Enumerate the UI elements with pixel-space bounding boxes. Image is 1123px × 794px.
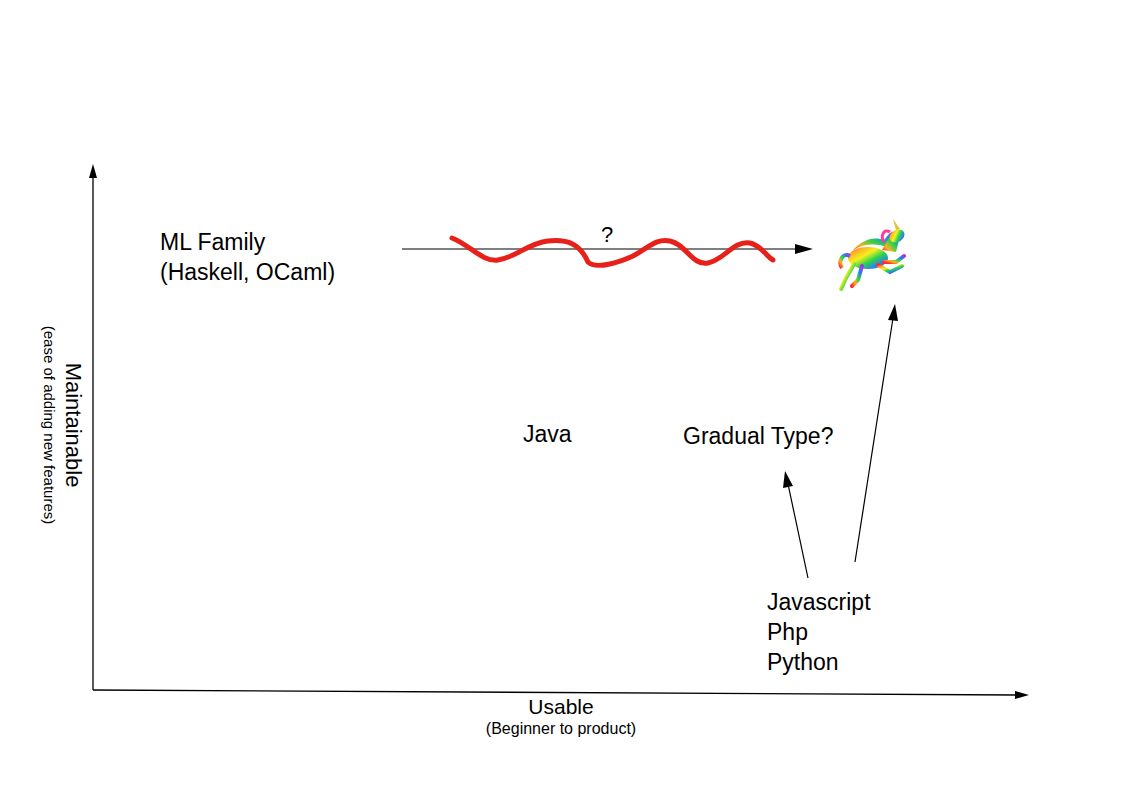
axis-region-label: ML Family <box>160 229 265 255</box>
question-mark: ? <box>601 222 613 247</box>
language-label: Javascript <box>767 589 871 615</box>
language-label: Python <box>767 649 839 675</box>
arrow-to-unicorn <box>855 318 893 562</box>
axis-title: Maintainable <box>60 363 85 488</box>
language-label: Gradual Type? <box>683 423 833 449</box>
progress-arrow <box>402 248 800 249</box>
arrow-to-gradual <box>788 484 808 578</box>
axis-title: Usable <box>528 695 593 719</box>
language-label: Php <box>767 619 808 645</box>
arrow-to-gradual-head <box>783 471 793 488</box>
axis-subtitle: (ease of adding new features) <box>40 326 57 524</box>
axis-region-label: (Haskell, OCaml) <box>160 259 335 285</box>
y-axis-head <box>89 164 97 178</box>
language-label: Java <box>523 421 572 447</box>
arrow-to-unicorn-head <box>888 304 898 321</box>
y-axis <box>92 176 93 690</box>
x-axis <box>93 690 1017 695</box>
unicorn-picture <box>840 219 906 289</box>
progress-arrow-head <box>795 244 813 254</box>
axis-subtitle: (Beginner to product) <box>486 720 636 738</box>
x-axis-head <box>1015 691 1029 699</box>
